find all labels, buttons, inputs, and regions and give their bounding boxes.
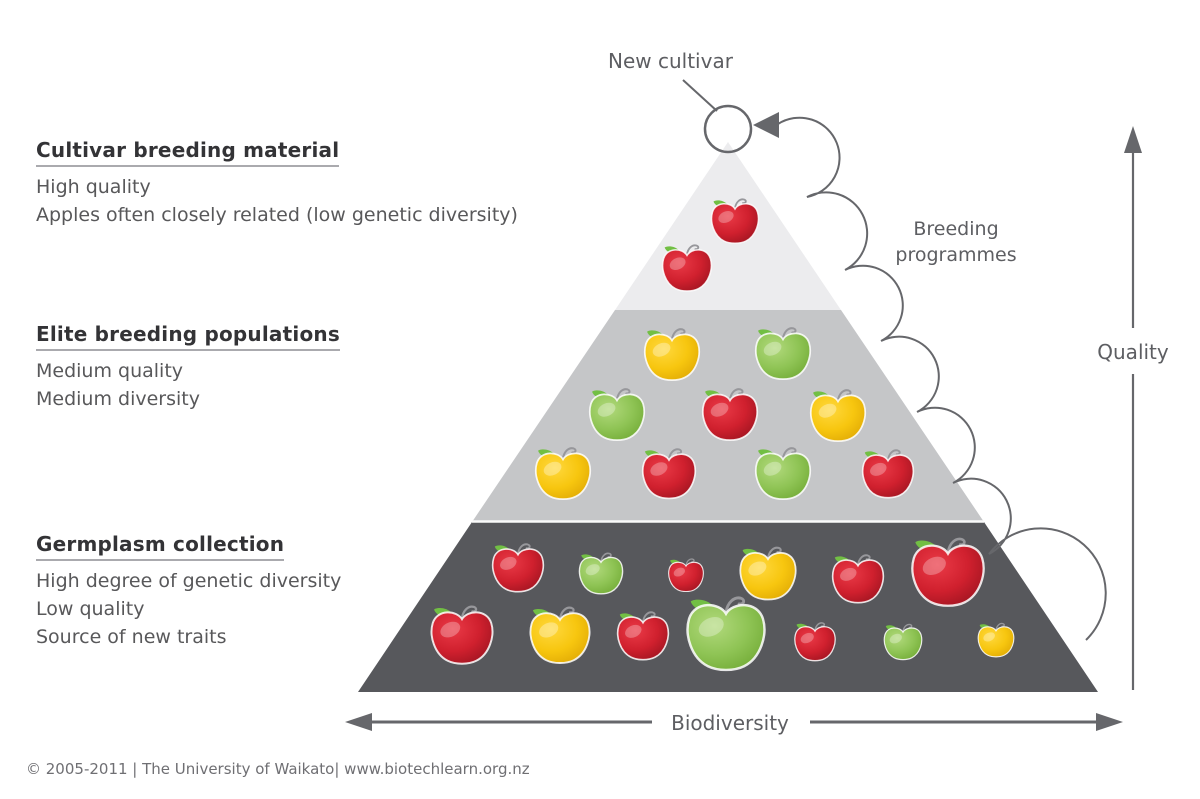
section-line: Source of new traits <box>36 626 227 648</box>
section-cultivar-breeding-material: Cultivar breeding material High quality … <box>36 138 518 229</box>
apple-green <box>884 624 921 659</box>
apple-green <box>756 448 810 499</box>
apple-yellow <box>811 390 865 441</box>
apple-red <box>643 449 695 498</box>
biodiversity-left-arrowhead-icon <box>345 713 372 731</box>
quality-label: Quality <box>1097 340 1169 364</box>
apple-red <box>712 199 759 243</box>
quality-arrow <box>1124 126 1142 690</box>
apple-red <box>432 607 493 664</box>
apple-yellow <box>530 608 589 663</box>
breeding-programmes-line1: Breeding <box>913 218 999 240</box>
copyright-text: © 2005-2011 | The University of Waikato|… <box>26 760 530 778</box>
section-elite-breeding-populations: Elite breeding populations Medium qualit… <box>36 322 340 413</box>
biodiversity-right-arrowhead-icon <box>1096 713 1123 731</box>
section-line: High degree of genetic diversity <box>36 570 342 592</box>
apple-red <box>618 612 669 659</box>
new-cultivar-circle <box>705 106 751 152</box>
section-title: Germplasm collection <box>36 532 285 561</box>
apple-red <box>863 450 914 497</box>
apple-red <box>833 555 884 602</box>
biodiversity-arrow <box>345 713 1123 731</box>
apple-red <box>669 559 704 592</box>
section-title: Cultivar breeding material <box>36 138 340 167</box>
quality-arrowhead-icon <box>1124 126 1142 153</box>
section-line: Medium quality <box>36 360 184 382</box>
section-germplasm-collection: Germplasm collection High degree of gene… <box>36 532 341 651</box>
apple-yellow <box>740 548 795 600</box>
apple-green <box>756 328 810 379</box>
apple-red <box>703 389 757 440</box>
breeding-programmes-line2: programmes <box>895 244 1017 266</box>
apple-red <box>912 539 983 606</box>
section-title: Elite breeding populations <box>36 322 340 351</box>
apple-red <box>663 245 712 291</box>
apple-green <box>579 553 622 593</box>
apple-red <box>795 623 835 661</box>
apple-yellow <box>645 329 699 380</box>
apple-green <box>590 389 644 440</box>
apple-yellow <box>978 623 1014 656</box>
section-line: Low quality <box>36 598 145 620</box>
section-line: High quality <box>36 176 151 198</box>
section-line: Medium diversity <box>36 388 200 410</box>
apple-red <box>493 544 544 591</box>
new-cultivar-pointer-line <box>682 79 718 112</box>
section-line: Apples often closely related (low geneti… <box>36 204 518 226</box>
biodiversity-label: Biodiversity <box>671 711 789 735</box>
apple-yellow <box>536 448 590 499</box>
breeding-programmes-label: Breeding programmes <box>876 216 1036 268</box>
breeding-programmes-loop-arrow <box>777 116 1107 641</box>
apple-green <box>688 598 765 670</box>
new-cultivar-circle-outline <box>703 104 753 154</box>
breeding-arrowhead-icon <box>753 112 779 138</box>
new-cultivar-label: New cultivar <box>608 49 733 73</box>
